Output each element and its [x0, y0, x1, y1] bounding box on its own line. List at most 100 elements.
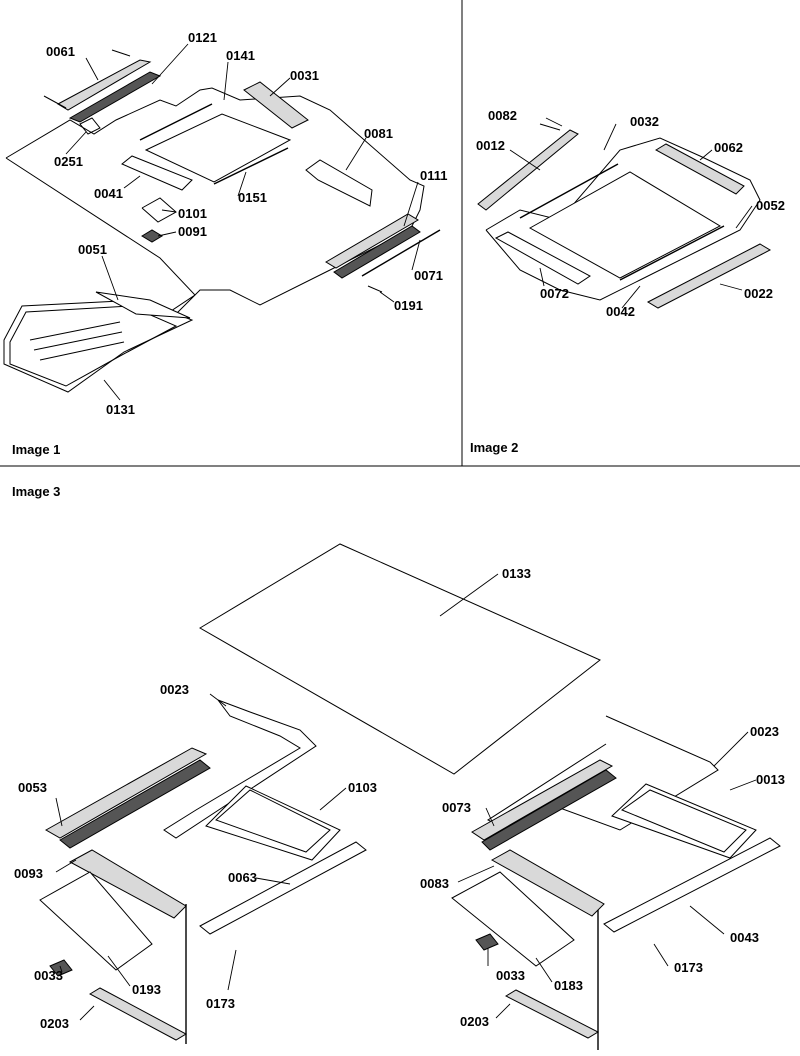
drawer-cover-0051 — [95, 291, 191, 319]
strip-0203-right — [504, 989, 600, 1039]
bin-0013 — [611, 783, 757, 859]
trim-strip-top — [139, 103, 213, 141]
image1-drawing — [3, 49, 441, 393]
screw-top — [111, 49, 131, 57]
callout-0151: 0151 — [238, 190, 267, 205]
tray-0193 — [39, 871, 153, 971]
image1-leaders — [65, 43, 421, 401]
callout-0022: 0022 — [744, 286, 773, 301]
callout-0101: 0101 — [178, 206, 207, 221]
rail-0071 — [361, 229, 441, 277]
trim-0081 — [305, 159, 373, 207]
tray-0183 — [451, 871, 575, 967]
drawer-inner — [9, 305, 178, 387]
glass-0133 — [199, 543, 601, 775]
shelf2-glass — [528, 171, 722, 279]
caption-image1: Image 1 — [12, 442, 60, 457]
rail-0053 — [44, 747, 208, 839]
callout-0013: 0013 — [756, 772, 785, 787]
rail-0111-inner — [333, 225, 421, 279]
rail-0083 — [490, 849, 605, 917]
callout-0203-right: 0203 — [460, 1014, 489, 1029]
screw-0191 — [367, 285, 383, 293]
rail-0111 — [325, 213, 419, 269]
clip-0033-right — [475, 933, 499, 951]
bin-0013-inner — [620, 789, 747, 853]
trim-0062 — [654, 143, 745, 195]
bracket-0101 — [141, 197, 177, 223]
clip-0091 — [141, 229, 163, 243]
trim-strip-0151 — [213, 147, 289, 185]
callout-0203-left: 0203 — [40, 1016, 69, 1031]
rail-0053-inner — [59, 759, 211, 849]
callout-0121: 0121 — [188, 30, 217, 45]
callout-0053: 0053 — [18, 780, 47, 795]
callout-0012: 0012 — [476, 138, 505, 153]
callout-0043: 0043 — [730, 930, 759, 945]
callout-0081: 0081 — [364, 126, 393, 141]
caption-image3: Image 3 — [12, 484, 60, 499]
callout-0061: 0061 — [46, 44, 75, 59]
callout-0023-left: 0023 — [160, 682, 189, 697]
caption-image2: Image 2 — [470, 440, 518, 455]
rail-0073 — [471, 759, 614, 841]
callout-0051: 0051 — [78, 242, 107, 257]
drawer-rib-3 — [39, 341, 125, 361]
rail-0012 — [477, 129, 579, 211]
screw-0082 — [539, 123, 561, 131]
callout-0031: 0031 — [290, 68, 319, 83]
callout-0033-right: 0033 — [496, 968, 525, 983]
shelf2-trim-bottom — [619, 225, 725, 281]
callout-0033-left: 0033 — [34, 968, 63, 983]
callout-0042: 0042 — [606, 304, 635, 319]
rail-0022 — [646, 243, 772, 309]
rail-0063 — [199, 841, 367, 935]
rail-0061 — [56, 59, 152, 111]
image2-leaders — [509, 117, 753, 309]
callout-0191: 0191 — [394, 298, 423, 313]
trim-0031 — [243, 81, 309, 129]
rail-0043 — [603, 837, 781, 933]
callout-0111: 0111 — [420, 168, 448, 183]
bin-0103-inner — [215, 789, 331, 853]
bin-0103 — [205, 785, 341, 861]
image2-drawing — [477, 123, 772, 309]
callout-0093: 0093 — [14, 866, 43, 881]
callout-0173-left: 0173 — [206, 996, 235, 1011]
callout-0041: 0041 — [94, 186, 123, 201]
rail-0121 — [68, 71, 162, 123]
trim-0072 — [494, 231, 591, 285]
callout-0133: 0133 — [502, 566, 531, 581]
callout-0073: 0073 — [442, 800, 471, 815]
callout-0063: 0063 — [228, 870, 257, 885]
callout-0183: 0183 — [554, 978, 583, 993]
callout-0032: 0032 — [630, 114, 659, 129]
callout-0062: 0062 — [714, 140, 743, 155]
callout-0103: 0103 — [348, 780, 377, 795]
callout-0193: 0193 — [132, 982, 161, 997]
trim-0041 — [121, 155, 193, 191]
callout-0091: 0091 — [178, 224, 207, 239]
callout-0141: 0141 — [226, 48, 255, 63]
callout-0071: 0071 — [414, 268, 443, 283]
callout-0023-right: 0023 — [750, 724, 779, 739]
shelf2-outline — [485, 137, 761, 301]
shelf2-trim-top — [519, 163, 619, 219]
callout-0251: 0251 — [54, 154, 83, 169]
callout-0052: 0052 — [756, 198, 785, 213]
shelf-glass-0141 — [144, 113, 292, 183]
drawer-rib-1 — [29, 321, 121, 341]
callout-0131: 0131 — [106, 402, 135, 417]
drawer-rib-2 — [33, 331, 123, 351]
callout-0082: 0082 — [488, 108, 517, 123]
callout-0173-right: 0173 — [674, 960, 703, 975]
image3-leaders — [55, 573, 757, 1021]
frame-0023-left — [163, 699, 317, 839]
image3-drawing — [39, 543, 781, 1050]
rail-0073-inner — [481, 769, 617, 851]
callout-0083: 0083 — [420, 876, 449, 891]
part-0251 — [79, 117, 101, 135]
screw-left-top — [43, 95, 67, 109]
callout-0072: 0072 — [540, 286, 569, 301]
